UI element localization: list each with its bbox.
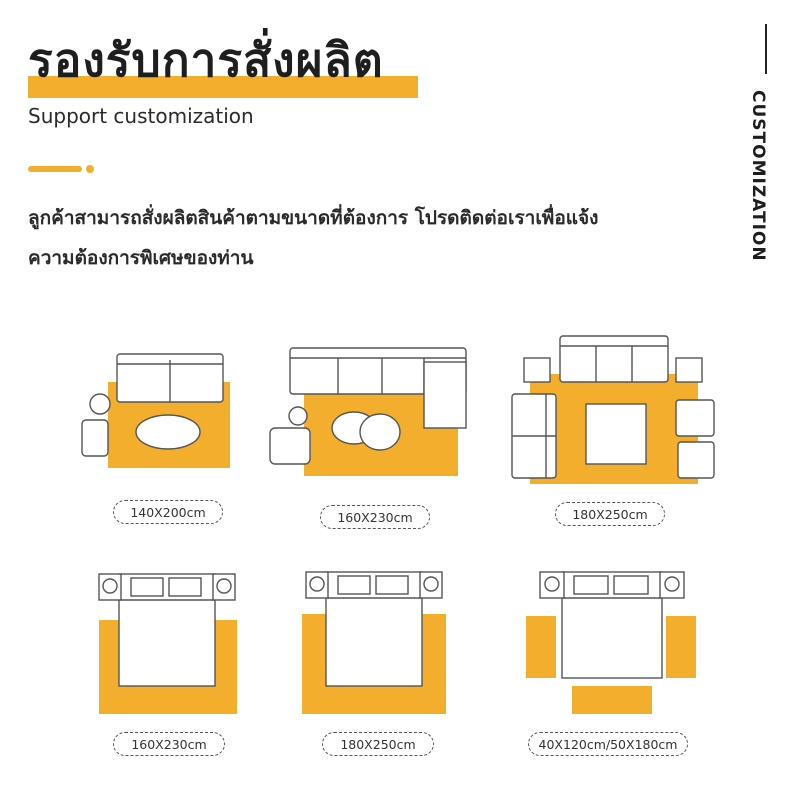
accent-dot	[86, 165, 94, 173]
pillow	[375, 575, 409, 595]
lamp-icon	[664, 576, 680, 592]
size-label-2: 160X230cm	[320, 505, 430, 529]
lamp-icon	[102, 578, 118, 594]
size-label-4: 160X230cm	[113, 732, 225, 756]
side-divider-line	[765, 24, 767, 74]
side-table	[89, 393, 111, 415]
runner-right	[666, 616, 696, 678]
side-table	[675, 357, 703, 383]
runner-foot	[572, 686, 652, 714]
title-block: รองรับการสั่งผลิต	[28, 30, 418, 98]
layout-diagram-living-room-large	[511, 335, 715, 484]
layout-diagram-bedroom-large	[302, 571, 446, 714]
pillow	[613, 575, 649, 595]
page-title: รองรับการสั่งผลิต	[28, 33, 384, 87]
description: ลูกค้าสามารถสั่งผลิตสินค้าตามขนาดที่ต้อง…	[28, 198, 748, 278]
layout-diagram-living-room-medium	[269, 347, 467, 476]
title-highlight-bar	[28, 76, 418, 98]
pillow	[168, 577, 202, 597]
lamp-icon	[544, 576, 560, 592]
size-label-3: 180X250cm	[555, 502, 665, 526]
side-table	[523, 357, 551, 383]
accent-divider	[28, 165, 94, 173]
lamp-icon	[309, 576, 325, 592]
accent-dash	[28, 166, 82, 172]
size-label-5: 180X250cm	[322, 732, 434, 756]
armchair	[677, 441, 715, 479]
size-label-1: 140X200cm	[113, 500, 223, 524]
armchair	[675, 399, 715, 437]
layout-diagram-bedroom-medium	[98, 573, 237, 714]
description-line-2: ความต้องการพิเศษของท่าน	[28, 247, 254, 269]
side-table	[288, 406, 308, 426]
sofa	[559, 335, 669, 383]
size-label-6: 40X120cm/50X180cm	[528, 732, 688, 756]
chaise	[423, 361, 467, 429]
layout-diagram-living-room-small	[81, 353, 230, 468]
layout-diagram-bedroom-runners	[526, 571, 696, 714]
coffee-table	[359, 413, 401, 451]
pillow	[130, 577, 164, 597]
lamp-icon	[423, 576, 439, 592]
armchair	[269, 427, 311, 465]
description-line-1: ลูกค้าสามารถสั่งผลิตสินค้าตามขนาดที่ต้อง…	[28, 207, 599, 229]
armchair	[81, 419, 109, 457]
pillow	[337, 575, 371, 595]
coffee-table	[135, 414, 201, 450]
side-label: CUSTOMIZATION	[748, 90, 768, 262]
runner-left	[526, 616, 556, 678]
coffee-table	[585, 403, 647, 465]
pillow	[573, 575, 609, 595]
lamp-icon	[216, 578, 232, 594]
page-subtitle: Support customization	[28, 104, 254, 128]
